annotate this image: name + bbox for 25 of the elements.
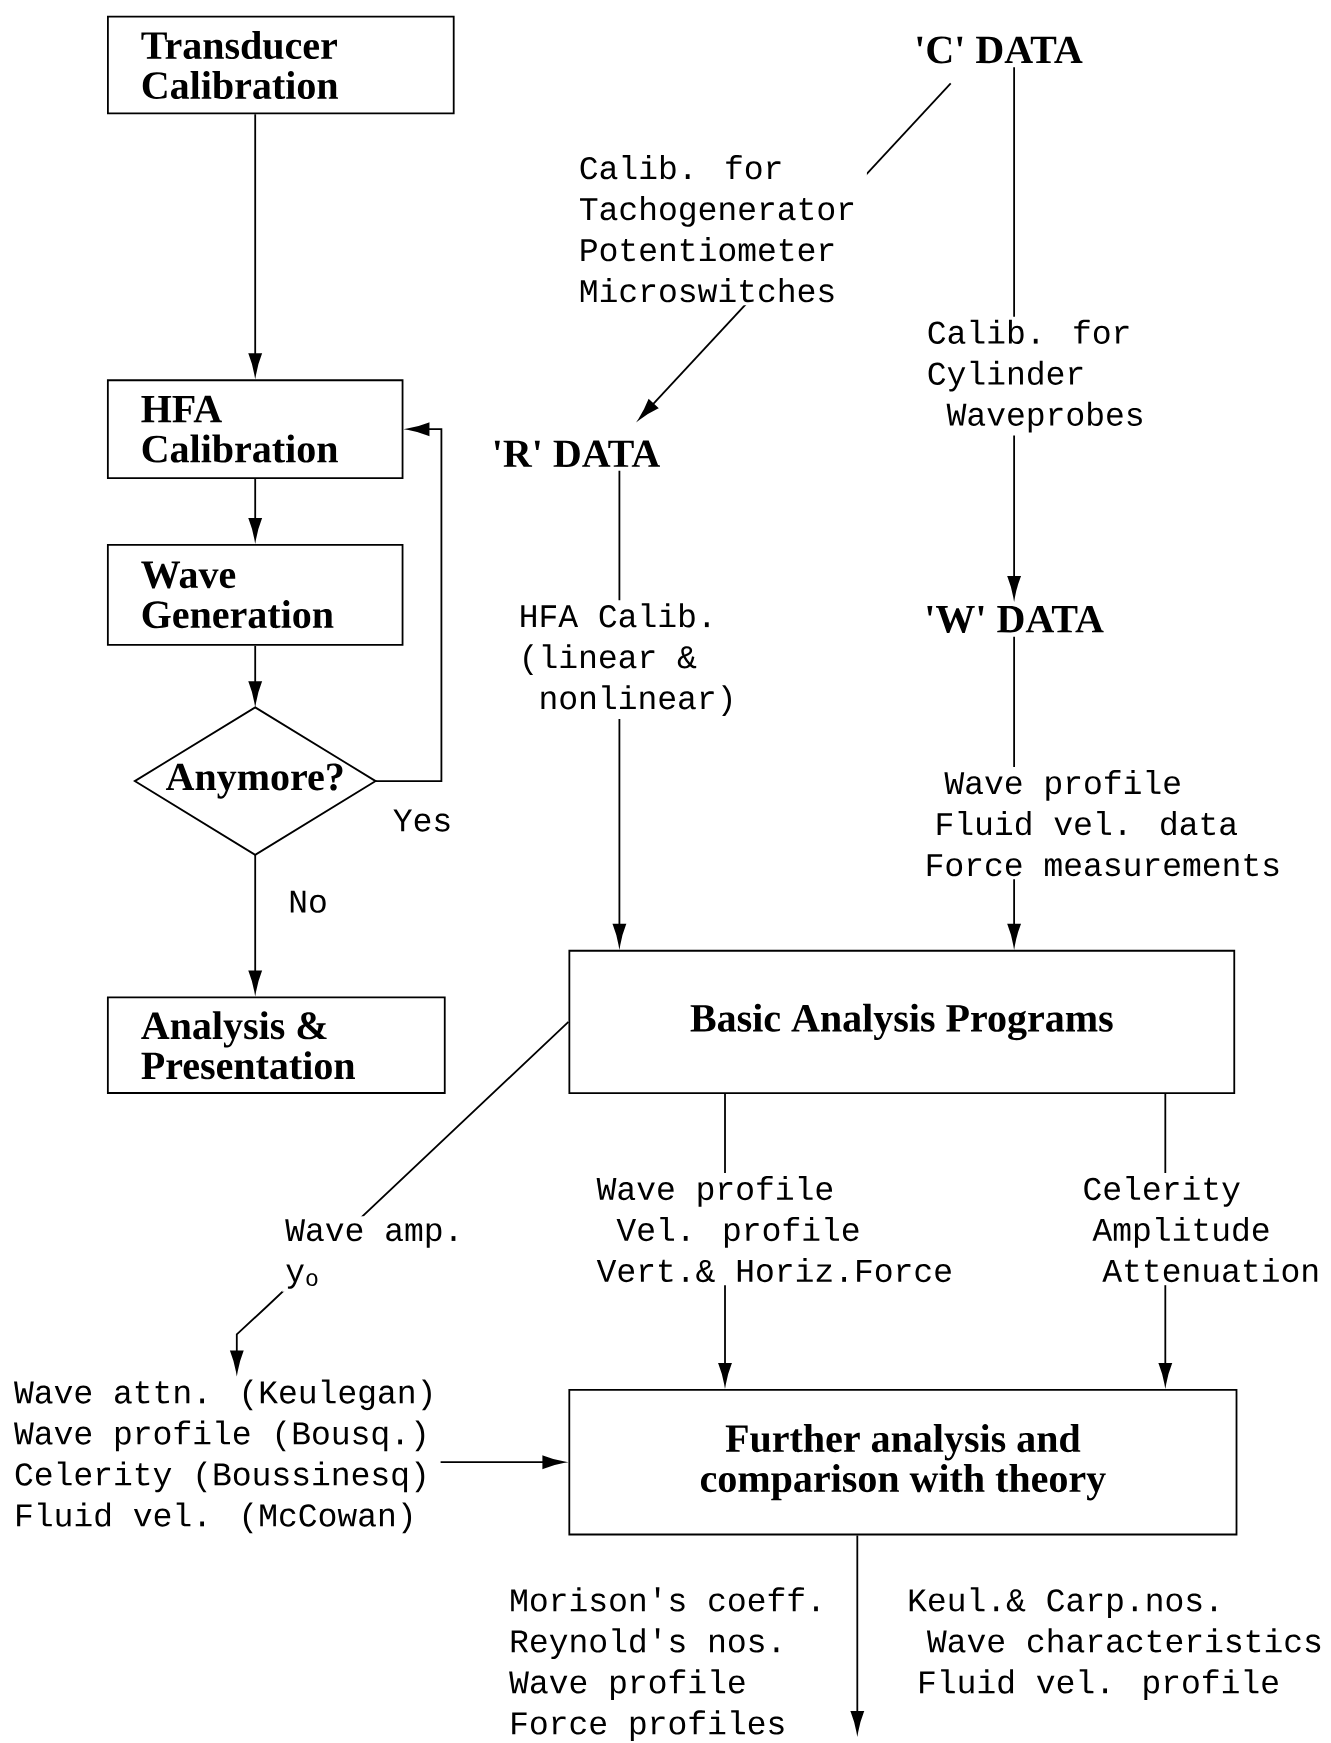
- edge-label: No: [286, 888, 330, 915]
- edge-label: Calib. for Tachogenerator Potentiometer Microswitches: [575, 152, 867, 306]
- arrow: [248, 113, 262, 376]
- note-text: Keul.& Carp.nos. Wave characteristics Fluid vel. profile: [909, 1587, 1321, 1701]
- note-text: Morison's coeff. Reynold's nos. Wave profile Force profiles: [509, 1587, 818, 1742]
- process-box: Wave Generation: [106, 543, 404, 646]
- edge-label: Yes: [390, 807, 455, 834]
- data-label: 'C' DATA: [917, 36, 1083, 64]
- process-box: Further analysis and comparison with theory: [568, 1389, 1238, 1536]
- edge-label: HFA Calib. (linear & nonlinear): [515, 600, 748, 719]
- process-box: HFA Calibration: [106, 379, 404, 480]
- text-list: Wave attn. (Keulegan) Wave profile (Bousq.) Celerity (Boussinesq) Fluid vel. (McCowan): [14, 1379, 431, 1534]
- edge-label: Celerity Amplitude Attenuation: [1079, 1172, 1331, 1286]
- process-box: Analysis & Presentation: [106, 996, 446, 1094]
- edge-label: Wave profile Vel. profile Vert.& Horiz.Force: [593, 1172, 964, 1286]
- process-box: Transducer Calibration: [107, 15, 455, 115]
- data-label: 'W' DATA: [927, 605, 1104, 633]
- arrow: [248, 644, 262, 704]
- arrow: [374, 422, 443, 782]
- edge-label: Wave amp. y$_{o}$: [282, 1216, 475, 1292]
- edge-label: Wave profile Fluid vel. data Force measurements: [921, 767, 1292, 880]
- data-label: 'R' DATA: [494, 440, 660, 467]
- arrow: [439, 1455, 565, 1469]
- process-box: Basic Analysis Programs: [568, 949, 1236, 1094]
- edge-label: Calib. for Cylinder Waveprobes: [923, 316, 1156, 436]
